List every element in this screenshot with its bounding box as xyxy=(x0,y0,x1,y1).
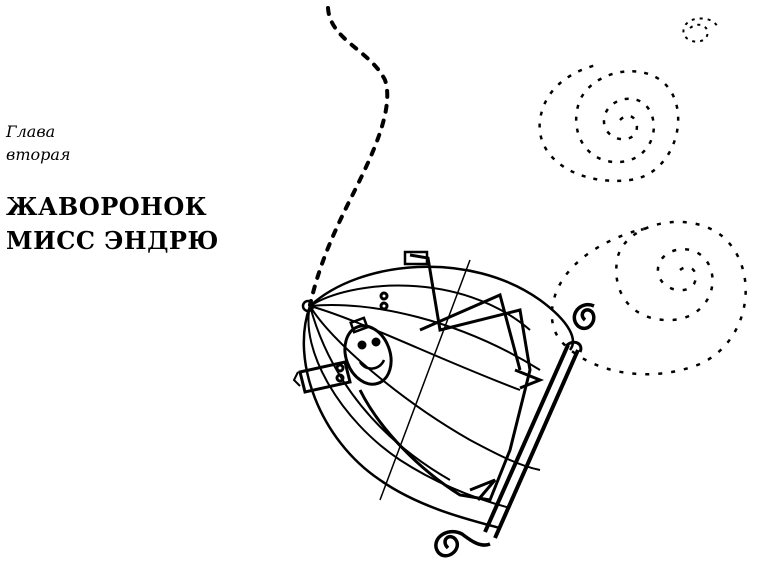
upper-spiral xyxy=(538,62,680,183)
chapter-title-line1: ЖАВОРОНОК xyxy=(6,192,208,221)
chapter-label-line1: Глава xyxy=(6,122,56,141)
scroll-top xyxy=(572,302,596,331)
small-spiral xyxy=(682,17,719,43)
bird-head xyxy=(343,324,393,386)
scroll-bottom xyxy=(434,530,491,558)
chapter-label-line2: вторая xyxy=(6,145,71,164)
lower-spiral xyxy=(550,220,747,376)
chapter-title-line2: МИСС ЭНДРЮ xyxy=(6,226,219,255)
hanging-dashed-line xyxy=(308,6,390,307)
bird xyxy=(292,250,545,502)
chapter-label: Глава вторая xyxy=(6,120,71,166)
birdcage xyxy=(301,259,596,558)
chapter-title: ЖАВОРОНОК МИСС ЭНДРЮ xyxy=(6,190,219,258)
